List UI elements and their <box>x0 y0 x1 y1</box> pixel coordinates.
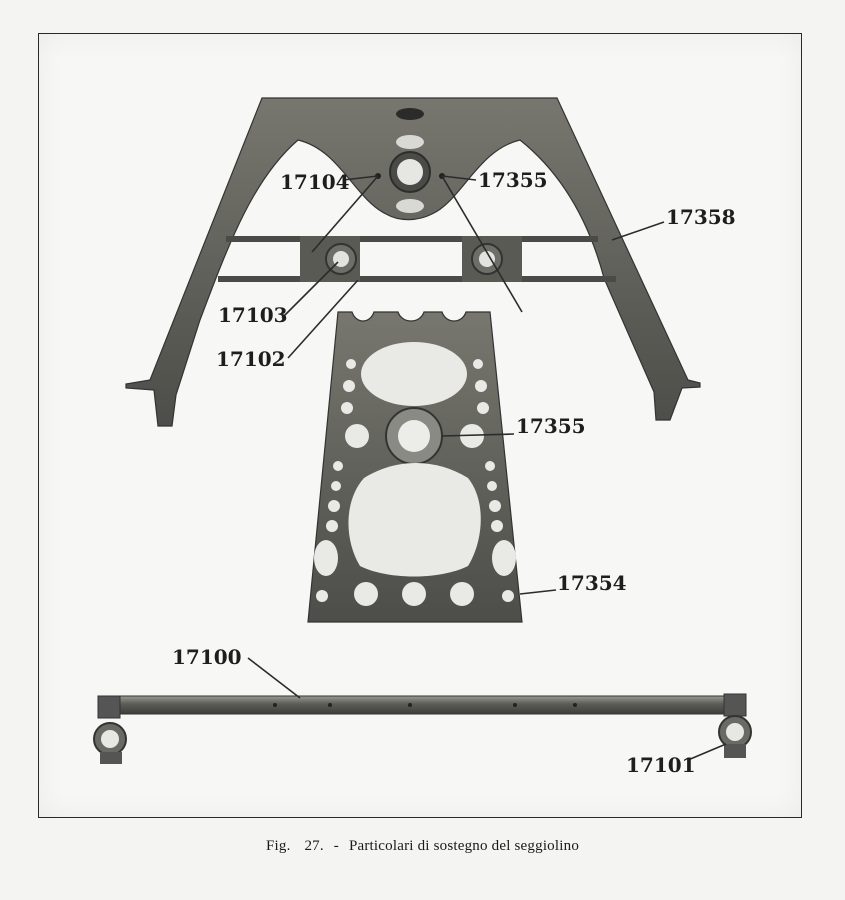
callout-17358: 17358 <box>666 205 736 229</box>
callout-17100: 17100 <box>172 645 242 669</box>
leader-lines <box>247 175 727 761</box>
seat-tube-17100 <box>97 693 747 719</box>
caption-prefix: Fig. <box>265 838 291 854</box>
callout-17355-top: 17355 <box>478 168 548 192</box>
caption-number: 27. <box>304 838 324 854</box>
figure-caption: Fig. 27. - Particolari di sostegno del s… <box>0 838 845 855</box>
caption-text: Particolari di sostegno del seggiolino <box>348 838 580 854</box>
callout-17354: 17354 <box>557 571 627 595</box>
tube-clamp-left <box>93 722 127 764</box>
callout-17101: 17101 <box>626 753 696 777</box>
seat-frame-17358 <box>125 97 701 427</box>
tube-clamp-right-17101 <box>718 715 752 758</box>
callout-17355-mid: 17355 <box>516 414 586 438</box>
caption-separator: - <box>333 838 339 854</box>
callout-17102: 17102 <box>216 347 286 371</box>
callout-17103: 17103 <box>218 303 288 327</box>
seat-backplate-17354 <box>307 311 523 623</box>
callout-17104: 17104 <box>280 170 350 194</box>
